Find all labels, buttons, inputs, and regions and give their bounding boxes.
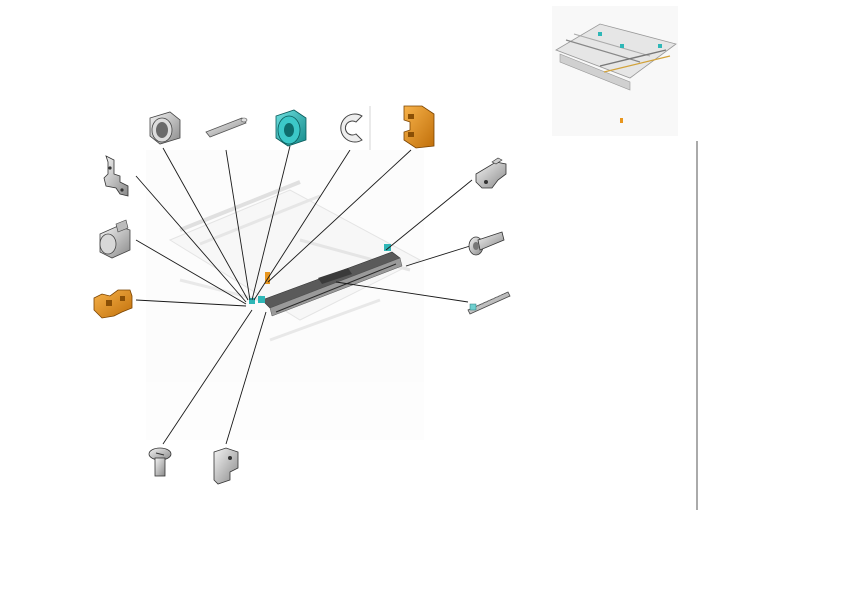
transfer-roller-assembly	[249, 244, 403, 317]
ground-plate-part	[103, 155, 129, 197]
thumbnail-marker	[620, 118, 623, 123]
orange-guide-part	[93, 289, 133, 319]
e-ring-part	[330, 106, 371, 150]
shaft-bolt-part	[468, 231, 505, 256]
orange-bracket-part	[403, 105, 435, 149]
bushing-part	[149, 111, 181, 145]
hinge-bracket-part	[475, 157, 507, 189]
screw-part	[148, 447, 172, 477]
spring-rod-part	[467, 291, 511, 315]
assembly-thumbnail	[552, 6, 678, 136]
roller-gear-part	[275, 109, 307, 147]
pin-shaft-part	[205, 117, 248, 138]
leader-lines	[135, 145, 473, 445]
bearing-holder-part	[99, 219, 131, 259]
mount-bracket-part	[213, 447, 239, 485]
